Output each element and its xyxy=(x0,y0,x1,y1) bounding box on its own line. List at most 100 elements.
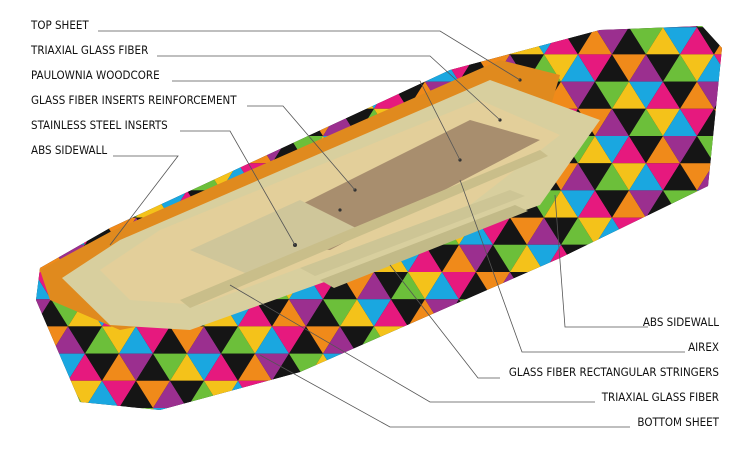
pattern-triangle xyxy=(578,163,612,191)
pattern-triangle xyxy=(323,380,357,408)
pattern-triangle xyxy=(136,26,170,28)
pattern-triangle xyxy=(238,81,272,109)
pattern-triangle xyxy=(459,353,493,381)
pattern-triangle xyxy=(442,272,476,300)
pattern-triangle xyxy=(340,353,374,381)
pattern-triangle xyxy=(629,108,663,136)
pattern-triangle xyxy=(187,326,221,354)
pattern-triangle xyxy=(680,108,714,136)
pattern-triangle xyxy=(612,108,646,136)
pattern-triangle xyxy=(663,26,697,28)
pattern-triangle xyxy=(595,27,629,55)
pattern-triangle xyxy=(425,244,459,272)
pattern-triangle xyxy=(476,27,510,55)
pattern-triangle xyxy=(0,299,17,326)
pattern-triangle xyxy=(170,380,204,408)
pattern-triangle xyxy=(0,408,34,435)
pattern-triangle xyxy=(36,272,51,300)
pattern-triangle xyxy=(680,27,714,55)
paulownia-woodcore-layer xyxy=(100,100,560,305)
pattern-triangle xyxy=(170,353,204,381)
pattern-triangle xyxy=(306,81,340,109)
pattern-triangle xyxy=(425,326,459,354)
pattern-triangle xyxy=(544,326,578,354)
pattern-triangle xyxy=(187,353,221,381)
pattern-triangle xyxy=(561,163,595,191)
pattern-triangle xyxy=(646,217,680,245)
pattern-triangle xyxy=(238,108,272,136)
pattern-triangle xyxy=(357,353,391,381)
pattern-triangle xyxy=(714,326,722,354)
pattern-triangle xyxy=(595,108,629,136)
pattern-triangle xyxy=(357,299,391,327)
pattern-triangle xyxy=(544,299,578,327)
pattern-triangle xyxy=(272,54,306,82)
pattern-triangle xyxy=(680,54,714,82)
pattern-triangle xyxy=(714,136,722,164)
pattern-triangle xyxy=(0,381,34,408)
pattern-triangle xyxy=(306,26,340,28)
pattern-triangle xyxy=(544,190,578,218)
pattern-triangle xyxy=(646,244,680,272)
pattern-triangle xyxy=(238,408,272,410)
pattern-triangle xyxy=(36,380,51,408)
pattern-triangle xyxy=(561,326,595,354)
pattern-triangle xyxy=(204,408,238,410)
pattern-triangle xyxy=(255,26,289,28)
pattern-triangle xyxy=(68,163,102,191)
pattern-triangle xyxy=(578,217,612,245)
pattern-triangle xyxy=(204,353,238,381)
pattern-triangle xyxy=(36,190,51,218)
pattern-triangle xyxy=(442,380,476,408)
pattern-triangle xyxy=(221,54,255,82)
pattern-triangle xyxy=(289,54,323,82)
pattern-triangle xyxy=(731,54,750,81)
pattern-triangle xyxy=(629,27,663,55)
pattern-triangle xyxy=(0,245,17,272)
pattern-triangle xyxy=(697,26,722,28)
pattern-triangle xyxy=(153,353,187,381)
pattern-triangle xyxy=(595,81,629,109)
pattern-triangle xyxy=(612,54,646,82)
pattern-triangle xyxy=(289,108,323,136)
pattern-triangle xyxy=(357,272,391,300)
pattern-triangle xyxy=(340,408,374,410)
pattern-triangle xyxy=(527,299,561,327)
pattern-triangle xyxy=(714,353,722,381)
pattern-triangle xyxy=(68,380,102,408)
pattern-triangle xyxy=(0,136,34,163)
pattern-triangle xyxy=(731,27,750,54)
pattern-triangle xyxy=(391,299,425,327)
pattern-triangle xyxy=(0,381,17,408)
pattern-triangle xyxy=(0,163,17,190)
pattern-triangle xyxy=(510,408,544,410)
pattern-triangle xyxy=(204,108,238,136)
pattern-triangle xyxy=(272,326,306,354)
pattern-triangle xyxy=(459,299,493,327)
pattern-triangle xyxy=(85,163,119,191)
pattern-triangle xyxy=(629,326,663,354)
pattern-triangle xyxy=(102,353,136,381)
pattern-triangle xyxy=(51,326,85,354)
pattern-triangle xyxy=(119,163,153,191)
pattern-triangle xyxy=(408,26,442,28)
pattern-triangle xyxy=(0,0,17,27)
pattern-triangle xyxy=(493,217,527,245)
pattern-triangle xyxy=(544,81,578,109)
pattern-triangle xyxy=(561,54,595,82)
pattern-triangle xyxy=(578,326,612,354)
pattern-triangle xyxy=(697,190,722,218)
pattern-triangle xyxy=(680,136,714,164)
pattern-triangle xyxy=(357,26,391,28)
pattern-triangle xyxy=(187,108,221,136)
pattern-triangle xyxy=(476,408,510,410)
pattern-triangle xyxy=(408,353,442,381)
pattern-triangle xyxy=(340,299,374,327)
pattern-triangle xyxy=(357,54,391,82)
pattern-triangle xyxy=(306,326,340,354)
pattern-triangle xyxy=(544,27,578,55)
pattern-triangle xyxy=(408,272,442,300)
label-triaxial-glass-fiber-top: TRIAXIAL GLASS FIBER xyxy=(31,43,149,57)
pattern-triangle xyxy=(646,108,680,136)
label-stainless-steel-inserts: STAINLESS STEEL INSERTS xyxy=(31,118,168,132)
